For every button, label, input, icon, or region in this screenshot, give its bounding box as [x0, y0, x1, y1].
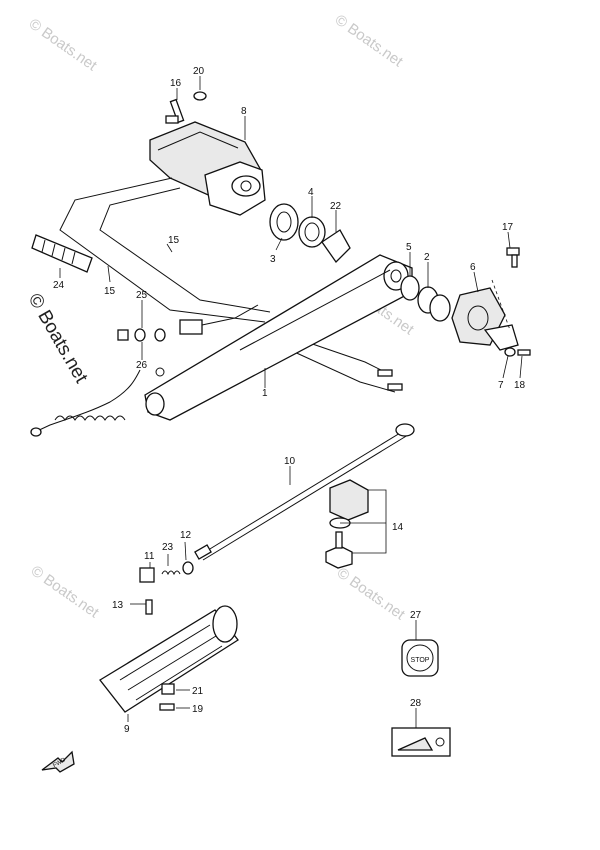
part-27-stop-switch: STOP	[401, 639, 439, 677]
part-8-bracket	[149, 121, 266, 216]
part-9-handle-grip	[99, 605, 239, 713]
callout-24: 24	[53, 280, 65, 291]
part-16-bolt	[165, 98, 185, 124]
part-25-fittings	[117, 328, 166, 342]
throttle-cables	[59, 177, 403, 393]
callouts: 16 20 8 4 22 3 5 2 6 17 7 18 1 15 15 24 …	[53, 66, 526, 735]
part-2-washer	[417, 286, 451, 322]
forward-arrow: FWD	[41, 750, 75, 773]
part-10-throttle-shaft	[194, 423, 415, 561]
callout-17: 17	[502, 222, 514, 233]
callout-16: 16	[170, 78, 182, 89]
callout-4: 4	[308, 187, 314, 198]
callout-8: 8	[241, 106, 247, 117]
part-28-decal	[391, 727, 451, 757]
watermark-top-right: © Boats.net	[332, 11, 407, 70]
part-17-bolt	[506, 247, 520, 268]
part-5-washer	[400, 275, 420, 301]
callout-28: 28	[410, 698, 422, 709]
callout-25: 25	[136, 290, 148, 301]
callout-5: 5	[406, 242, 412, 253]
part-7-washer	[504, 347, 516, 357]
callout-27: 27	[410, 610, 422, 621]
watermark-top-left: © Boats.net	[26, 15, 101, 74]
part-24-grip	[31, 234, 93, 273]
part-13-pin	[145, 599, 153, 615]
callout-21: 21	[192, 686, 204, 697]
watermark-low-right: © Boats.net	[334, 564, 409, 623]
callout-3: 3	[270, 254, 276, 265]
part-14-block	[325, 479, 369, 569]
callout-19: 19	[192, 704, 204, 715]
leader-lines	[59, 76, 523, 728]
part-19-screw	[159, 703, 175, 711]
callout-20: 20	[193, 66, 205, 77]
callout-1: 1	[262, 388, 268, 399]
watermark-side: © Boats.net	[24, 290, 92, 387]
part-6-housing	[451, 287, 519, 351]
callout-7: 7	[498, 380, 504, 391]
callout-11: 11	[144, 551, 155, 562]
callout-9: 9	[124, 724, 130, 735]
part-3-bushing	[269, 203, 299, 241]
callout-13: 13	[112, 600, 124, 611]
part-4-washer	[298, 216, 326, 248]
part-12-washer	[182, 561, 194, 575]
callout-6: 6	[470, 262, 476, 273]
callout-15-upper: 15	[168, 235, 180, 246]
watermark-low-left: © Boats.net	[28, 562, 103, 621]
callout-12: 12	[180, 530, 192, 541]
callout-26: 26	[136, 360, 148, 371]
stop-switch-lead	[30, 304, 259, 437]
part-11-nut	[139, 567, 155, 583]
callout-15-lower: 15	[104, 286, 116, 297]
part-20-washer	[193, 91, 207, 101]
callout-2: 2	[424, 252, 430, 263]
part-22-plate	[321, 229, 351, 264]
part-21-nut	[161, 683, 175, 695]
part-1-tiller-arm	[144, 254, 413, 421]
callout-22: 22	[330, 201, 342, 212]
part-23-spring	[161, 570, 181, 576]
callout-18: 18	[514, 380, 526, 391]
callout-23: 23	[162, 542, 174, 553]
callout-10: 10	[284, 456, 296, 467]
callout-14: 14	[392, 522, 404, 533]
part-18-screw	[517, 349, 531, 356]
stop-switch-text: STOP	[411, 657, 430, 664]
